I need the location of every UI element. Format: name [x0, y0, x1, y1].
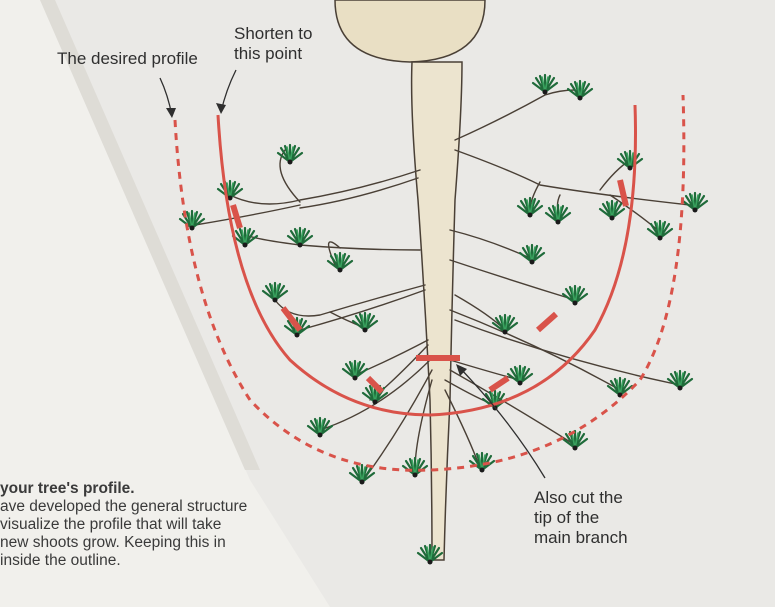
canopy-circle: [335, 0, 485, 62]
caption-line-3: new shoots grow. Keeping this in: [0, 534, 330, 552]
shorten-label: Shorten to this point: [234, 24, 344, 64]
caption-title: your tree's profile.: [0, 480, 330, 498]
desired-profile-label: The desired profile: [57, 49, 198, 69]
caption-body: ave developed the general structure visu…: [0, 498, 330, 570]
shorten-label-line-1: Shorten to: [234, 24, 344, 44]
caption-line-4: inside the outline.: [0, 552, 330, 570]
caption: your tree's profile. ave developed the g…: [0, 480, 330, 570]
also-cut-label-line-1: Also cut the: [534, 488, 674, 508]
also-cut-label: Also cut the tip of the main branch: [534, 488, 674, 548]
caption-line-2: visualize the profile that will take: [0, 516, 330, 534]
shorten-label-line-2: this point: [234, 44, 344, 64]
branches-right: [445, 90, 690, 468]
caption-line-1: ave developed the general structure: [0, 498, 330, 516]
also-cut-label-line-3: main branch: [534, 528, 674, 548]
also-cut-label-line-2: tip of the: [534, 508, 674, 528]
